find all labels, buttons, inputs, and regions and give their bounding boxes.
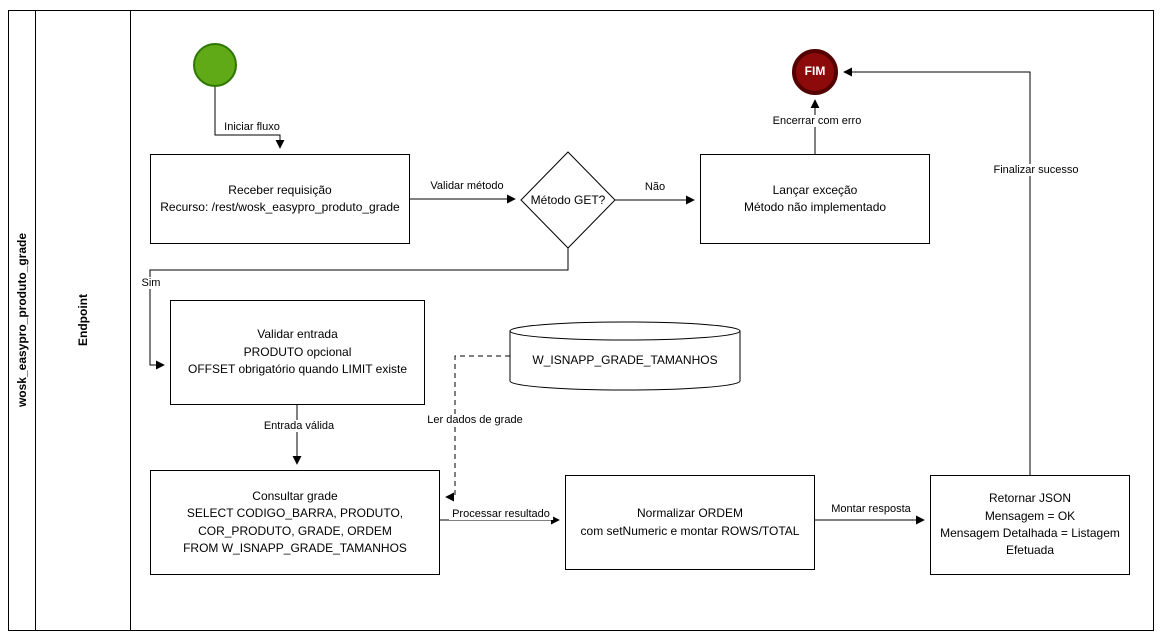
task-normalizar-ordem: Normalizar ORDEM com setNumeric e montar…: [565, 475, 815, 570]
edge-label-validar-metodo: Validar método: [427, 180, 507, 192]
edge-label-montar-resposta: Montar resposta: [828, 503, 914, 515]
edge-label-entrada-valida: Entrada válida: [260, 420, 338, 432]
datastore-top-rim: [509, 321, 741, 341]
edge-iniciar-fluxo: [214, 87, 285, 149]
edge-label-finalizar-sucesso: Finalizar sucesso: [990, 164, 1082, 176]
task-consultar-grade-label: Consultar grade SELECT CODIGO_BARRA, PRO…: [183, 488, 407, 555]
gateway-metodo-get-shape: [520, 151, 616, 249]
task-validar-entrada: Validar entrada PRODUTO opcional OFFSET …: [170, 300, 425, 405]
task-retornar-json: Retornar JSON Mensagem = OK Mensagem Det…: [930, 475, 1130, 575]
edge-sim: [149, 248, 569, 370]
edge-label-nao: Não: [641, 181, 669, 193]
datastore-label: W_ISNAPP_GRADE_TAMANHOS: [532, 353, 718, 367]
start-event: [193, 43, 237, 87]
gateway-metodo-get-label: Método GET?: [530, 193, 606, 207]
edge-label-sim: Sim: [138, 277, 164, 289]
task-retornar-json-label: Retornar JSON Mensagem = OK Mensagem Det…: [940, 491, 1120, 558]
edge-label-processar-resultado: Processar resultado: [449, 508, 553, 520]
end-event-label: FIM: [804, 64, 826, 79]
task-receber-requisicao-label: Receber requisição Recurso: /rest/wosk_e…: [160, 182, 400, 214]
edge-ler-dados-de-grade: [445, 355, 510, 502]
edge-finalizar-sucesso: [843, 67, 1031, 475]
task-lancar-excecao: Lançar exceção Método não implementado: [700, 154, 930, 244]
task-consultar-grade: Consultar grade SELECT CODIGO_BARRA, PRO…: [150, 470, 440, 575]
edge-label-iniciar-fluxo: Iniciar fluxo: [221, 121, 283, 133]
task-receber-requisicao: Receber requisição Recurso: /rest/wosk_e…: [150, 154, 410, 244]
pool-title-divider: [35, 10, 36, 631]
lane-endpoint-divider: [130, 10, 131, 631]
end-event: FIM: [792, 49, 838, 95]
task-lancar-excecao-label: Lançar exceção Método não implementado: [743, 182, 887, 214]
datastore-body: [509, 331, 741, 391]
edge-label-ler-dados-de-grade: Ler dados de grade: [424, 414, 526, 426]
edge-label-encerrar-com-erro: Encerrar com erro: [769, 115, 865, 127]
task-validar-entrada-label: Validar entrada PRODUTO opcional OFFSET …: [188, 327, 407, 377]
task-normalizar-ordem-label: Normalizar ORDEM com setNumeric e montar…: [580, 506, 800, 538]
